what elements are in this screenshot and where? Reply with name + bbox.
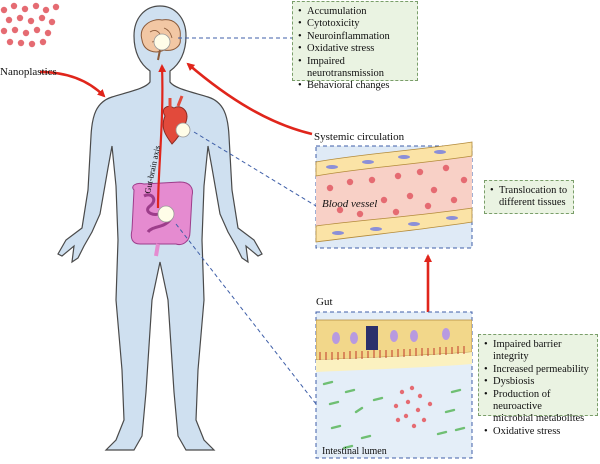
- mucus-layer: [316, 352, 472, 372]
- gut-effect-item: Oxidative stress: [484, 426, 592, 439]
- gut-panel: [315, 311, 473, 459]
- systemic-circulation-arrow: [186, 62, 313, 136]
- gut-particle-marker: [157, 205, 175, 223]
- vessel-wall-bottom: [315, 207, 473, 243]
- systemic-circulation-label: Systemic circulation: [314, 131, 405, 143]
- gut-effects-box: Impaired barrier integrity Increased per…: [478, 334, 598, 439]
- brain-effect-item: Cytotoxicity: [298, 18, 412, 31]
- nanoplastic-particles: [0, 2, 60, 48]
- brain-effect-item: Neuroinflammation: [298, 31, 412, 44]
- gut-label: Gut: [316, 296, 333, 308]
- brain-particle-marker: [153, 33, 171, 51]
- heart-illustration: [162, 95, 188, 145]
- vessel-effect-line-1: Translocation to: [499, 185, 568, 196]
- intestinal-lumen-label: Intestinal lumen: [322, 446, 387, 457]
- vessel-wall-top: [315, 141, 473, 177]
- vessel-effect-line-2: different tissues: [499, 197, 566, 209]
- brain-effect-item: Behavioral changes: [298, 80, 412, 93]
- gut-effect-item: Increased permeability: [484, 364, 592, 377]
- brain-effects-box: Accumulation Cytotoxicity Neuroinflammat…: [292, 1, 418, 93]
- brain-effect-item: Oxidative stress: [298, 43, 412, 56]
- nanoplastics-label: Nanoplastics: [0, 66, 57, 78]
- heart-particle-marker: [175, 122, 191, 138]
- gut-effect-line-2: microbial metabolites: [493, 413, 585, 425]
- blood-vessel-label: Blood vessel: [322, 198, 378, 210]
- blood-vessel-panel: [315, 141, 473, 249]
- gut-effect-line-1: Production of neuroactive: [493, 388, 551, 413]
- gut-effect-item: Dysbiosis: [484, 376, 592, 389]
- gut-effect-item: Impaired barrier integrity: [484, 339, 592, 364]
- connector-lines: [175, 37, 317, 405]
- gut-brain-axis-arrow: [156, 64, 167, 209]
- brain-effect-item: Impaired neurotransmission: [298, 56, 412, 81]
- brain-effect-item: Accumulation: [298, 6, 412, 19]
- exposure-arrow: [39, 70, 106, 98]
